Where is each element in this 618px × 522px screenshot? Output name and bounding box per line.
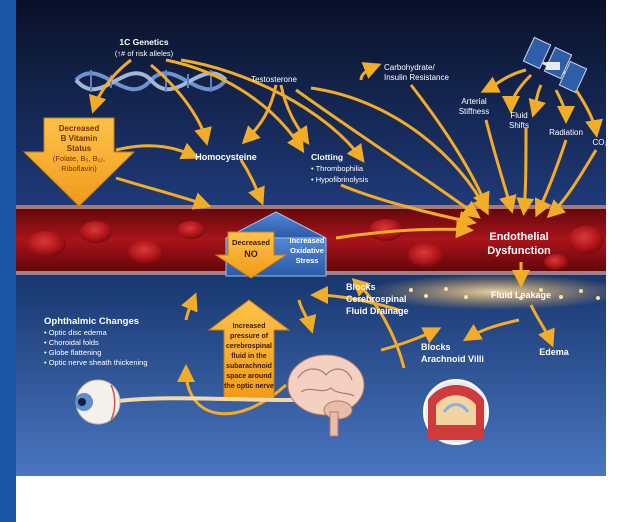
oxidative-label-line3: Stress — [296, 256, 319, 265]
ophthalmic-item: • Choroidal folds — [44, 338, 99, 347]
diagram-panel: 1C Genetics (↑# of risk alleles) Testost… — [16, 0, 606, 476]
arterial-label-line2: Stiffness — [459, 107, 490, 116]
pressure-label-line: pressure of — [230, 333, 269, 340]
genetics-subtitle: (↑# of risk alleles) — [115, 49, 174, 58]
ophthalmic-title: Ophthalmic Changes — [44, 316, 139, 327]
pressure-label-line: the optic nerve — [224, 383, 274, 390]
endothelial-label-line2: Dysfunction — [487, 245, 551, 257]
blocks-villi-label-line1: Blocks — [421, 342, 451, 352]
blocks-csf-label-line3: Fluid Drainage — [346, 306, 409, 316]
decreased-no-label-line1: Decreased — [232, 238, 270, 247]
b-vitamin-label-line5: Riboflavin) — [61, 164, 97, 173]
clotting-item-thrombophilia: • Thrombophilia — [311, 164, 364, 173]
radiation-label: Radiation — [549, 128, 583, 137]
fluid-shifts-label-line2: Shifts — [509, 121, 529, 130]
clotting-title: Clotting — [311, 152, 343, 162]
ophthalmic-item: • Globe flattening — [44, 348, 101, 357]
blocks-csf-label-line2: Cerebrospinal — [346, 294, 407, 304]
b-vitamin-label-line2: B Vitamin — [61, 134, 98, 143]
co2-label: CO₂ — [592, 138, 606, 147]
red-blood-cell — [128, 240, 164, 264]
arachnoid-villi-icon — [424, 380, 488, 444]
testosterone-label: Testosterone — [251, 75, 297, 84]
genetics-title: 1C Genetics — [119, 37, 168, 47]
endothelial-label-line1: Endothelial — [489, 231, 548, 243]
blocks-csf-label-line1: Blocks — [346, 282, 376, 292]
red-blood-cell — [80, 221, 112, 243]
pressure-label-line: fluid in the — [231, 353, 266, 360]
blocks-villi-label-line2: Arachnoid Villi — [421, 354, 484, 364]
arterial-label-line1: Arterial — [461, 97, 487, 106]
b-vitamin-label-line4: (Folate, B₆, B₁₂, — [53, 154, 105, 163]
ophthalmic-item: • Optic nerve sheath thickening — [44, 358, 148, 367]
oxidative-label-line2: Oxidative — [290, 246, 324, 255]
red-blood-cell — [568, 226, 604, 254]
fluid-shifts-label-line1: Fluid — [510, 111, 527, 120]
decreased-no-label-line2: NO — [244, 249, 258, 259]
pressure-label-line: Increased — [233, 323, 266, 330]
red-blood-cell — [408, 243, 444, 267]
fluid-leakage-label: Fluid Leakage — [491, 290, 551, 300]
ophthalmic-item: • Optic disc edema — [44, 328, 107, 337]
b-vitamin-label-line1: Decreased — [59, 124, 100, 133]
edema-label: Edema — [539, 347, 570, 357]
homocysteine-label: Homocysteine — [195, 152, 257, 162]
pressure-label-line: subarachnoid — [226, 363, 272, 370]
red-blood-cell — [26, 231, 66, 257]
oxidative-label-line1: Increased — [289, 236, 324, 245]
pressure-label-line: cerebrospinal — [226, 343, 272, 350]
red-blood-cell — [177, 221, 205, 239]
carbohydrate-label-line2: Insulin Resistance — [384, 73, 449, 82]
clotting-item-hypofibrinolysis: • Hypofibrinolysis — [311, 175, 368, 184]
frame-border — [0, 0, 16, 522]
b-vitamin-label-line3: Status — [67, 144, 92, 153]
carbohydrate-label-line1: Carbohydrate/ — [384, 63, 435, 72]
pressure-label-line: space around — [226, 373, 272, 380]
diagram-canvas: 1C Genetics (↑# of risk alleles) Testost… — [16, 0, 606, 476]
